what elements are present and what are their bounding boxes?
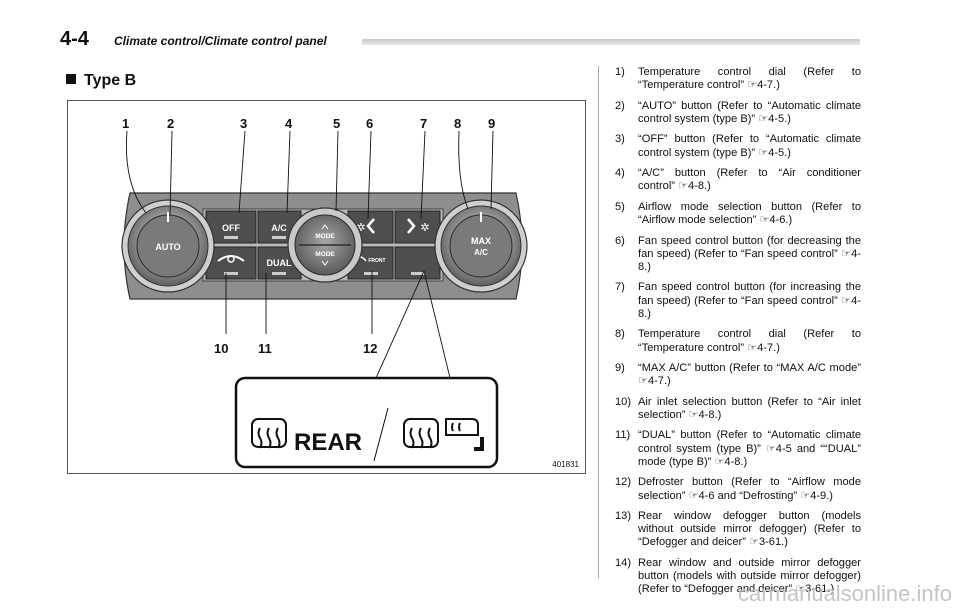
fan-icon: ✲	[420, 222, 429, 234]
section-title: Climate control/Climate control panel	[114, 34, 327, 48]
item-text: “AUTO” button (Refer to “Automatic clima…	[638, 99, 861, 125]
item-text: “A/C” button (Refer to “Air conditioner …	[638, 167, 861, 193]
ac-button-label: A/C	[271, 223, 287, 233]
callout-9: 9	[488, 116, 495, 131]
item-number: 12)	[615, 476, 632, 489]
control-panel-figure: OFF A/C DUAL ✲ ✲ FRONT AUTO MODE	[67, 100, 586, 474]
list-item: 10) Air inlet selection button (Refer to …	[615, 396, 861, 422]
item-text: Airflow mode selection button (Refer to …	[638, 200, 861, 227]
front-label: FRONT	[368, 258, 385, 264]
callout-6: 6	[366, 116, 373, 131]
callout-3: 3	[240, 116, 247, 131]
list-item: 3) “OFF” button (Refer to “Automatic clim…	[615, 133, 861, 159]
item-text: Air inlet selection button (Refer to “Ai…	[638, 395, 861, 421]
item-text: Defroster button (Refer to “Airflow mode…	[638, 476, 861, 502]
list-item: 6) Fan speed control button (for decreasi…	[615, 235, 861, 275]
callout-4: 4	[285, 116, 293, 131]
column-divider	[598, 66, 599, 578]
item-number: 14)	[615, 556, 632, 569]
rear-defogger-button	[394, 246, 441, 280]
item-text: Fan speed control button (for increasing…	[638, 281, 861, 320]
fan-increase-button: ✲	[394, 210, 441, 244]
item-text: “MAX A/C” button (Refer to “MAX A/C mode…	[638, 362, 861, 388]
item-text: Fan speed control button (for decreasing…	[638, 234, 861, 273]
right-temperature-dial: MAX A/C	[434, 199, 528, 293]
max-label: MAX	[471, 236, 491, 246]
item-number: 9)	[615, 362, 625, 375]
callout-leader-lines	[126, 130, 494, 379]
item-number: 6)	[615, 234, 625, 247]
list-item: 12) Defroster button (Refer to “Airflow m…	[615, 476, 861, 502]
list-item: 14) Rear window and outside mirror defogg…	[615, 557, 861, 597]
subheading-title: Type B	[84, 72, 137, 89]
control-panel-illustration: OFF A/C DUAL ✲ ✲ FRONT AUTO MODE	[121, 116, 528, 469]
item-text: “OFF” button (Refer to “Automatic climat…	[638, 133, 861, 159]
square-bullet-icon	[66, 74, 76, 84]
rear-mirror-defogger-icon	[403, 418, 484, 451]
list-item: 8) Temperature control dial (Refer to “Te…	[615, 328, 861, 354]
callout-11: 11	[258, 341, 272, 356]
off-button-label: OFF	[222, 223, 240, 233]
list-item: 9) “MAX A/C” button (Refer to “MAX A/C mo…	[615, 362, 861, 388]
fan-icon: ✲	[356, 222, 365, 234]
watermark: carmanualsonline.info	[737, 581, 952, 606]
page-header: 4-4 Climate control/Climate control pane…	[60, 28, 860, 52]
item-number: 8)	[615, 328, 625, 341]
recirculation-icon	[227, 255, 235, 263]
mode-top-label: MODE	[315, 233, 335, 240]
mode-bottom-label: MODE	[315, 251, 335, 258]
item-number: 10)	[615, 395, 632, 408]
item-text: Rear window and outside mirror defogger …	[638, 556, 861, 596]
subheading: Type B	[66, 72, 136, 90]
down-arrow-icon	[321, 260, 329, 266]
list-item: 13) Rear window defogger button (models w…	[615, 510, 861, 550]
callout-10: 10	[214, 341, 228, 356]
figure-id: 401831	[552, 460, 579, 469]
item-number: 13)	[615, 510, 632, 523]
chevron-left-icon	[366, 218, 375, 234]
callout-2: 2	[167, 116, 174, 131]
item-number: 4)	[615, 167, 625, 180]
item-number: 2)	[615, 99, 625, 112]
up-arrow-icon	[321, 224, 329, 230]
item-number: 11)	[615, 429, 631, 442]
rear-label: REAR	[294, 429, 362, 456]
item-text: Rear window defogger button (models with…	[638, 510, 861, 549]
item-number: 1)	[615, 66, 625, 78]
list-item: 2) “AUTO” button (Refer to “Automatic cli…	[615, 100, 861, 126]
item-number: 3)	[615, 133, 625, 146]
list-item: 11) “DUAL” button (Refer to “Automatic cl…	[615, 429, 861, 469]
page-number: 4-4	[60, 28, 89, 50]
callout-5: 5	[333, 116, 340, 131]
auto-button-label: AUTO	[155, 242, 180, 252]
rear-defogger-icon	[251, 418, 287, 449]
item-number: 5)	[615, 200, 625, 213]
callout-7: 7	[420, 116, 427, 131]
list-item: 1) Temperature control dial (Refer to “Te…	[615, 66, 861, 92]
left-temperature-dial: AUTO	[121, 199, 215, 293]
list-item: 4) “A/C” button (Refer to “Air conditione…	[615, 167, 861, 193]
item-text: Temperature control dial (Refer to “Temp…	[638, 66, 861, 92]
callout-8: 8	[454, 116, 461, 131]
item-text: “DUAL” button (Refer to “Automatic clima…	[638, 429, 861, 468]
defogger-detail-inset: REAR	[234, 376, 499, 469]
header-rule	[362, 39, 860, 45]
dual-button-label: DUAL	[267, 258, 292, 268]
callout-description-list: 1) Temperature control dial (Refer to “Te…	[615, 66, 861, 604]
callout-12: 12	[363, 341, 377, 356]
mode-knob: MODE MODE	[287, 207, 363, 283]
list-item: 7) Fan speed control button (for increasi…	[615, 281, 861, 321]
chevron-right-icon	[407, 218, 416, 234]
item-number: 7)	[615, 281, 625, 294]
item-text: Temperature control dial (Refer to “Temp…	[638, 328, 861, 354]
list-item: 5) Airflow mode selection button (Refer t…	[615, 201, 861, 227]
callout-1: 1	[122, 116, 129, 131]
max-ac-label: A/C	[474, 248, 488, 257]
